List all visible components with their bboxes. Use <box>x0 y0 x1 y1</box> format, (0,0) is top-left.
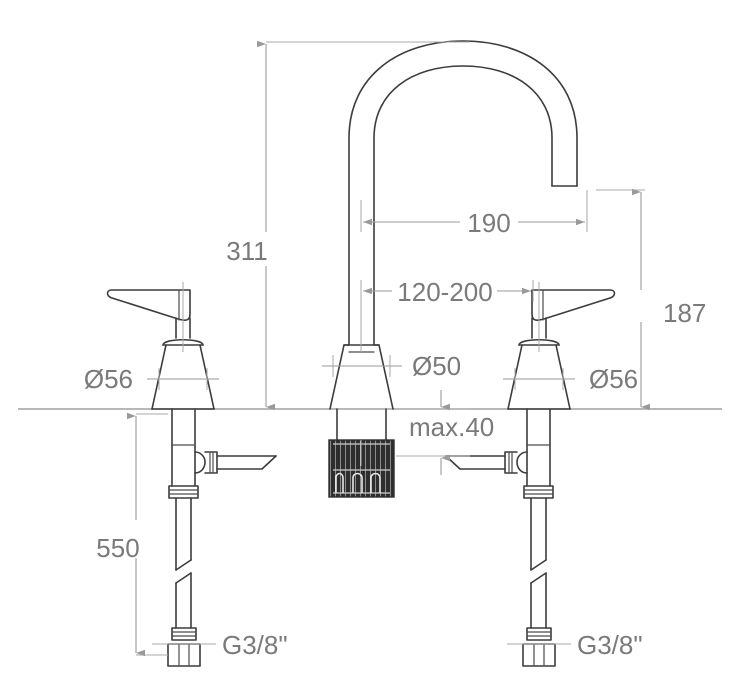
dimension-label-550: 550 <box>96 533 139 563</box>
dimension-label-diameter-56-right: Ø56 <box>589 364 638 394</box>
dimension-label-120-200: 120-200 <box>397 277 492 307</box>
center-lines <box>182 280 540 466</box>
dimension-label-thread-left: G3/8" <box>222 630 288 660</box>
dimension-diameter-56-left: Ø56 <box>84 364 219 394</box>
dimension-diameter-56-right: Ø56 <box>503 364 638 394</box>
dimension-120-200: 120-200 <box>363 277 534 307</box>
callout-thread-left: G3/8" <box>222 630 288 660</box>
dimension-190: 190 <box>360 190 588 238</box>
right-handle-assembly <box>445 289 616 667</box>
dimension-label-187: 187 <box>663 298 706 328</box>
dimension-187: 187 <box>596 188 706 411</box>
dimension-diameter-50: Ø50 <box>322 351 461 381</box>
left-handle-assembly <box>106 289 277 667</box>
dimension-label-311: 311 <box>226 236 267 266</box>
dimension-label-diameter-56-left: Ø56 <box>84 364 133 394</box>
dimension-label-diameter-50: Ø50 <box>412 351 461 381</box>
dimension-550: 550 <box>96 412 168 657</box>
dimension-label-max-40: max.40 <box>409 412 494 442</box>
dimension-311: 311 <box>226 40 470 411</box>
callout-thread-right: G3/8" <box>577 630 643 660</box>
dimension-label-190: 190 <box>467 208 510 238</box>
dimension-max-40: max.40 <box>396 390 494 475</box>
dimension-label-thread-right: G3/8" <box>577 630 643 660</box>
